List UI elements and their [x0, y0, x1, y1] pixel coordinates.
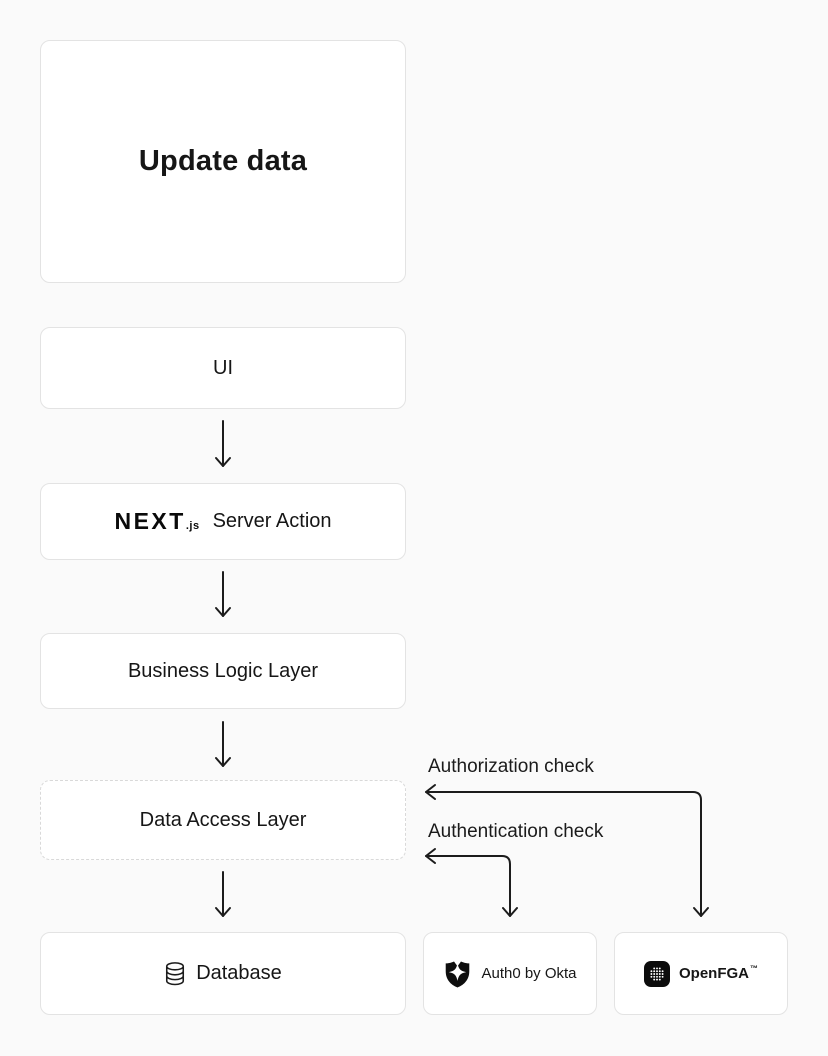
node-update-data-label: Update data: [138, 145, 308, 177]
node-ui: UI: [40, 327, 406, 409]
node-server-action: NEXT .js Server Action: [40, 483, 406, 560]
nextjs-logo: NEXT .js: [114, 508, 199, 535]
openfga-logo-icon: [644, 960, 670, 987]
arrow-business-logic-to-data-access: [215, 721, 231, 767]
nextjs-wordmark: NEXT: [114, 508, 186, 534]
nextjs-wordmark-suffix: .js: [185, 520, 200, 532]
openfga-trademark: ™: [750, 964, 758, 973]
authorization-check-label: Authorization check: [428, 756, 594, 777]
node-auth0: Auth0 by Okta: [423, 932, 597, 1015]
node-database-label: Database: [196, 962, 282, 984]
node-business-logic-layer: Business Logic Layer: [40, 633, 406, 709]
node-update-data: Update data: [40, 40, 406, 283]
node-business-logic-label: Business Logic Layer: [127, 659, 319, 682]
arrow-authentication-auth0-to-data-access: [425, 848, 518, 917]
database-cylinder-icon: [164, 961, 186, 986]
node-data-access-layer: Data Access Layer: [40, 780, 406, 860]
arrow-authorization-openfga-to-data-access: [425, 784, 709, 917]
arrow-server-action-to-business-logic: [215, 571, 231, 617]
node-ui-label: UI: [213, 356, 233, 379]
node-openfga: OpenFGA™: [614, 932, 788, 1015]
node-openfga-label: OpenFGA™: [679, 964, 758, 983]
arrow-ui-to-server-action: [215, 420, 231, 467]
node-server-action-label: Server Action: [212, 510, 332, 532]
node-data-access-label: Data Access Layer: [139, 808, 307, 831]
node-auth0-label: Auth0 by Okta: [481, 965, 577, 982]
auth0-shield-icon: [443, 958, 472, 989]
arrow-data-access-to-database: [215, 871, 231, 917]
authentication-check-label: Authentication check: [428, 821, 604, 842]
node-database: Database: [40, 932, 406, 1015]
